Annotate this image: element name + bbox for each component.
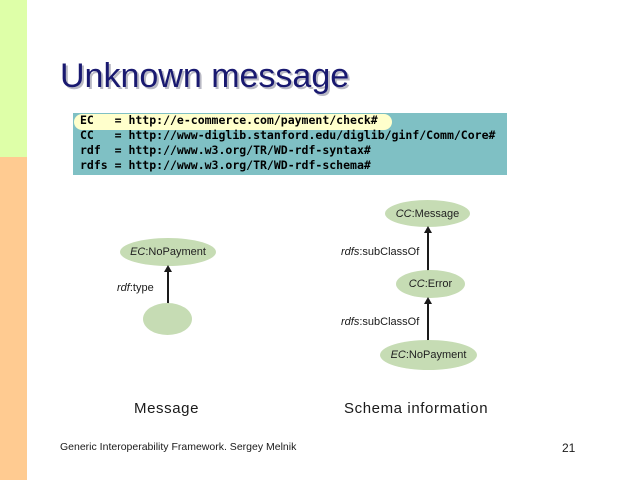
edge-rdf-type-line bbox=[167, 271, 169, 307]
node-local-name: :NoPayment bbox=[145, 246, 206, 258]
namespace-line-cc: CC = http://www-diglib.stanford.edu/digl… bbox=[80, 128, 496, 142]
node-namespace-prefix: EC bbox=[390, 349, 406, 361]
edge-subclassof-lower-line bbox=[427, 303, 429, 343]
edge-label-subclassof-lower: rdfs:subClassOf bbox=[341, 316, 419, 328]
node-namespace-prefix: CC bbox=[395, 207, 412, 220]
node-local-name: :Message bbox=[411, 207, 460, 220]
edge-subclassof-lower-arrowhead bbox=[424, 297, 432, 304]
edge-label-subclassof-upper: rdfs:subClassOf bbox=[341, 246, 419, 258]
footer-attribution: Generic Interoperability Framework. Serg… bbox=[60, 441, 297, 453]
edge-rdf-type-arrowhead bbox=[164, 265, 172, 272]
node-anonymous-resource bbox=[143, 303, 192, 335]
node-namespace-prefix: CC bbox=[408, 278, 425, 290]
edge-local-name: :subClassOf bbox=[359, 246, 420, 258]
namespace-line-ec: EC = http://e-commerce.com/payment/check… bbox=[80, 113, 378, 127]
namespace-line-rdfs: rdfs = http://www.w3.org/TR/WD-rdf-schem… bbox=[80, 158, 371, 172]
page-title: Unknown message bbox=[60, 57, 350, 95]
sidebar-accent-bottom bbox=[0, 157, 27, 480]
edge-subclassof-upper-line bbox=[427, 232, 429, 272]
edge-local-name: :subClassOf bbox=[359, 316, 420, 328]
caption-schema-information: Schema information bbox=[344, 400, 489, 417]
namespace-declaration-block: EC = http://e-commerce.com/payment/check… bbox=[73, 113, 507, 175]
edge-subclassof-upper-arrowhead bbox=[424, 226, 432, 233]
namespace-highlight-ec bbox=[74, 114, 392, 130]
namespace-line-rdf: rdf = http://www.w3.org/TR/WD-rdf-syntax… bbox=[80, 143, 371, 157]
node-local-name: :NoPayment bbox=[405, 349, 467, 361]
edge-namespace-prefix: rdfs bbox=[341, 316, 360, 328]
caption-message: Message bbox=[134, 400, 200, 417]
page-number: 21 bbox=[562, 441, 576, 455]
node-ec-nopayment-message: EC:NoPayment bbox=[120, 238, 216, 266]
node-cc-message: CC:Message bbox=[385, 200, 470, 227]
node-local-name: :Error bbox=[424, 278, 453, 290]
node-ec-nopayment-schema: EC:NoPayment bbox=[380, 340, 477, 370]
edge-label-rdf-type: rdf:type bbox=[117, 282, 154, 294]
edge-local-name: :type bbox=[129, 282, 154, 294]
sidebar-accent-top bbox=[0, 0, 27, 157]
edge-namespace-prefix: rdfs bbox=[341, 246, 360, 258]
node-namespace-prefix: EC bbox=[130, 246, 146, 258]
node-cc-error: CC:Error bbox=[396, 270, 465, 298]
edge-namespace-prefix: rdf bbox=[117, 282, 130, 294]
